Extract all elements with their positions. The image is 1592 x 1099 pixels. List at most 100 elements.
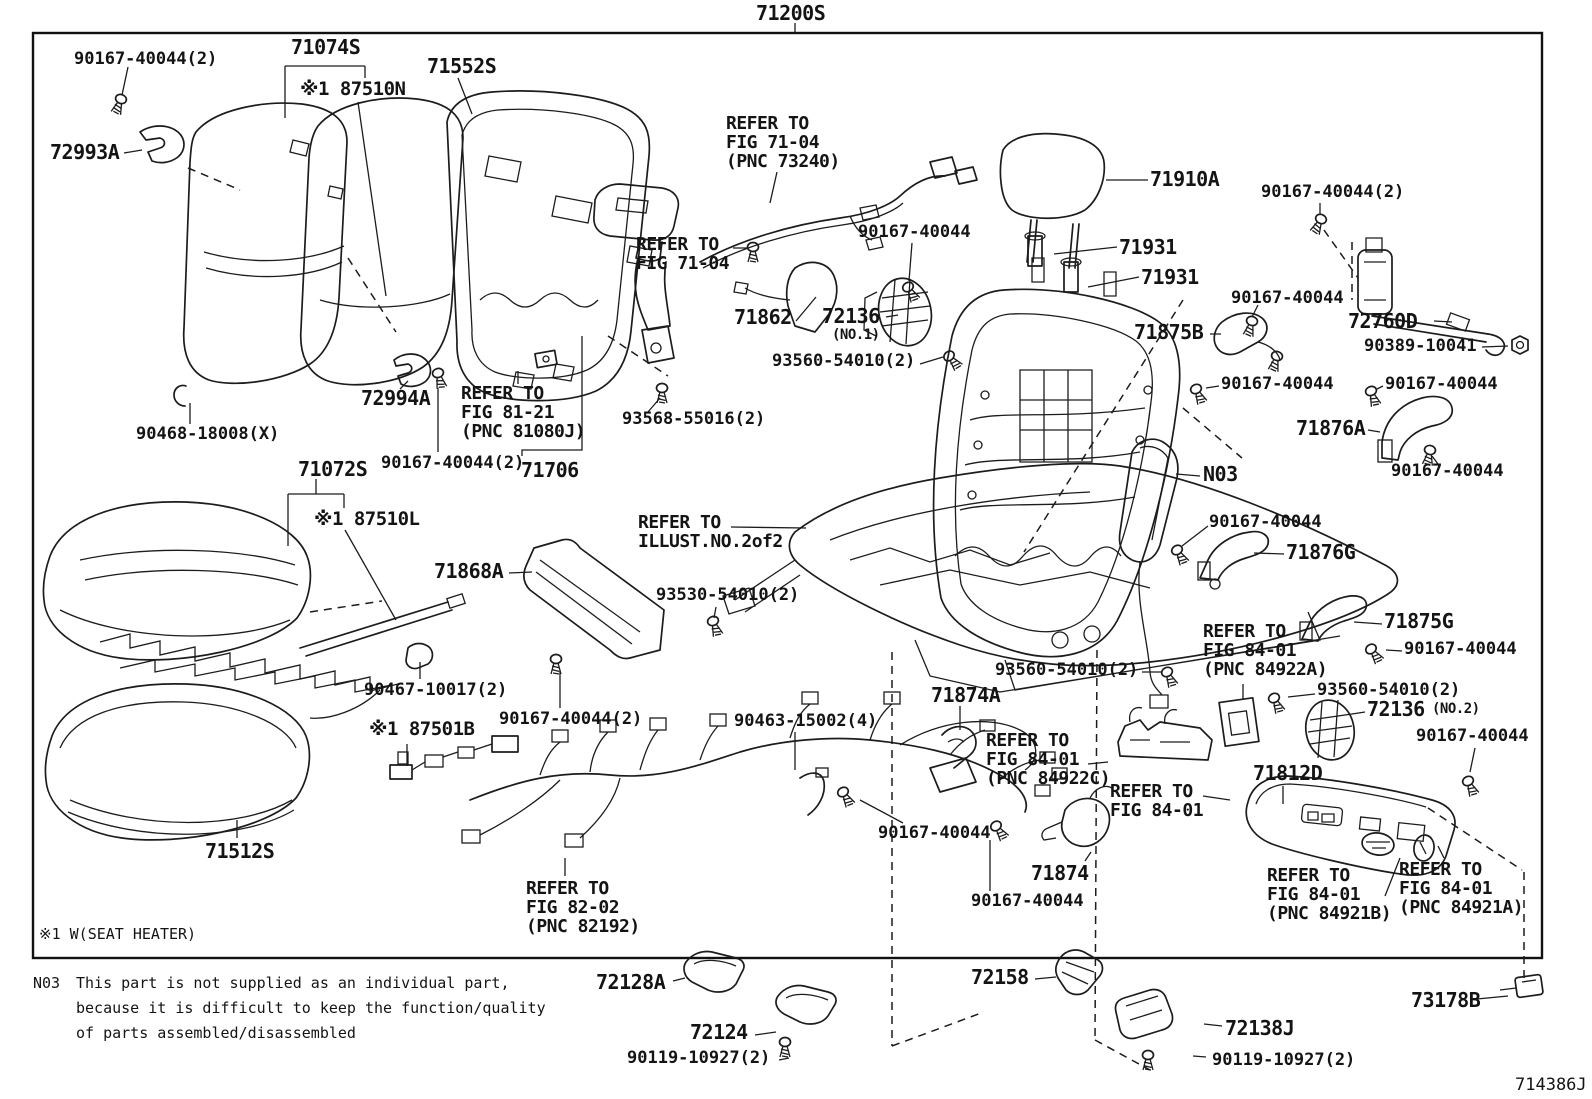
p-72128a: 72128A	[596, 970, 666, 994]
ref-fig84-01-pnc84921b: REFER TO FIG 84-01 (PNC 84921B)	[1267, 865, 1392, 924]
dashed-lines	[187, 167, 1525, 1071]
p-72993a: 72993A	[50, 140, 120, 164]
p-90167-40044-i: 90167-40044	[1209, 512, 1322, 532]
p-71931-b: 71931	[1141, 265, 1199, 289]
p-90167-40044-j: 90167-40044	[1404, 639, 1517, 659]
p-72158: 72158	[971, 965, 1029, 989]
ref-fig84-01-pnc84921a: REFER TO FIG 84-01 (PNC 84921A)	[1399, 859, 1524, 918]
ref-fig84-01-pnc84922a: REFER TO FIG 84-01 (PNC 84922A)	[1203, 621, 1328, 680]
seat-cushion-pad-71512s	[44, 683, 311, 841]
bracket-84922c	[1117, 706, 1213, 761]
seat-back-frame	[932, 257, 1181, 658]
p-73178b: 73178B	[1411, 988, 1481, 1012]
p-90167-40044-2-c: 90167-40044(2)	[1261, 182, 1405, 202]
leader-lines	[121, 23, 1509, 1061]
p-71876g: 71876G	[1286, 540, 1356, 564]
bracket-71876g	[1197, 530, 1270, 590]
p-93560-54010-2-c: 93560-54010(2)	[1317, 680, 1461, 700]
switch-84922a	[1218, 696, 1260, 748]
p-n03-callout: N03	[1203, 462, 1238, 486]
seat-cushion-cover-71072s	[42, 501, 312, 661]
side-airbag-n03	[1118, 438, 1179, 709]
p-90167-40044-b: 90167-40044	[858, 222, 971, 242]
hook-90468-18008	[173, 384, 187, 407]
seat-back-pad-87510n	[299, 97, 464, 386]
p-90119-10927-2-a: 90119-10927(2)	[627, 1048, 771, 1068]
clip-72124	[775, 984, 837, 1025]
p-93530-54010-2: 93530-54010(2)	[656, 585, 800, 605]
shield-71812d	[1245, 775, 1456, 876]
p-71931-a: 71931	[1119, 235, 1177, 259]
p-87501b: ※1 87501B	[369, 718, 475, 740]
cover-71875b	[1213, 312, 1281, 361]
p-72136-no1: 72136	[822, 304, 880, 328]
p-72136-no1-sub: (NO.1)	[832, 327, 880, 343]
p-90167-40044-h: 90167-40044	[1391, 461, 1504, 481]
clip-72128a	[683, 950, 745, 993]
bracket-71876a	[1377, 395, 1454, 463]
p-71512s: 71512S	[205, 839, 275, 863]
p-71874: 71874	[1031, 861, 1089, 885]
p-90167-40044-2-l: 90167-40044(2)	[499, 709, 643, 729]
p-90167-40044-d: 90167-40044	[1231, 288, 1344, 308]
p-90167-40044-2-a: 90167-40044(2)	[74, 49, 218, 69]
p-93560-54010-2-b: 93560-54010(2)	[995, 660, 1139, 680]
clip-81080j	[534, 349, 558, 369]
bracket-71874	[1041, 785, 1113, 848]
p-71074s: 71074S	[291, 35, 361, 59]
nut-90389-10041	[1511, 335, 1529, 355]
ref-fig84-01-b: REFER TO FIG 84-01	[1110, 781, 1204, 821]
p-72760d: 72760D	[1348, 309, 1418, 333]
wire-90463-15002	[799, 767, 829, 816]
motor-72760d	[1357, 237, 1506, 356]
p-71862: 71862	[734, 305, 792, 329]
shield-71868a	[523, 538, 665, 660]
clip-90467-10017	[405, 642, 434, 670]
ref-illust-no2of2: REFER TO ILLUST.NO.2of2	[638, 512, 783, 552]
diagram-border	[31, 31, 1544, 960]
p-90167-40044-2-g: 90167-40044(2)	[381, 453, 525, 473]
bracket-71874a	[929, 725, 977, 793]
wire-harness-82192	[461, 691, 1068, 848]
note-n03-tag: N03	[33, 974, 61, 992]
note-n03-body: This part is not supplied as an individu…	[76, 974, 546, 1042]
seat-belt-buckle	[593, 183, 680, 364]
note-seat-heater: ※1 W(SEAT HEATER)	[39, 925, 197, 943]
p-71868a: 71868A	[434, 559, 504, 583]
seat-back-board-71552s	[446, 90, 653, 402]
p-90389-10041: 90389-10041	[1364, 336, 1477, 356]
p-90463-15002-4: 90463-15002(4)	[734, 711, 878, 731]
p-90167-40044-k: 90167-40044	[1416, 726, 1529, 746]
clip-72158	[1054, 949, 1104, 996]
p-71874a: 71874A	[931, 683, 1001, 707]
sensor-87501b	[389, 735, 519, 780]
p-90467-10017-2: 90467-10017(2)	[364, 680, 508, 700]
seat-back-wire-harness	[699, 156, 978, 269]
seat-heater-element-87510l	[99, 592, 466, 719]
clip-72993a	[139, 125, 185, 164]
ref-fig81-21-pnc81080j: REFER TO FIG 81-21 (PNC 81080J)	[461, 383, 586, 442]
p-90119-10927-2-b: 90119-10927(2)	[1212, 1050, 1356, 1070]
p-72994a: 72994A	[361, 386, 431, 410]
clip-73178b	[1499, 973, 1544, 999]
p-71812d: 71812D	[1253, 761, 1323, 785]
p-90167-40044-m: 90167-40044	[878, 823, 991, 843]
p-71910a: 71910A	[1150, 167, 1220, 191]
fig-title: 71200S	[756, 1, 826, 25]
p-72138j: 72138J	[1225, 1016, 1295, 1040]
headrest-supports-71931	[1024, 231, 1082, 293]
ref-fig71-04: REFER TO FIG 71-04	[636, 234, 730, 274]
p-90167-40044-f: 90167-40044	[1385, 374, 1498, 394]
bracket-71875g	[1299, 595, 1368, 642]
p-90167-40044-e: 90167-40044	[1221, 374, 1334, 394]
p-72136-no2: 72136	[1367, 697, 1425, 721]
p-93568-55016-2: 93568-55016(2)	[622, 409, 766, 429]
p-71072s: 71072S	[298, 457, 368, 481]
seat-back-cushion-71074s	[182, 102, 348, 385]
grommet-72136-no2	[1304, 699, 1356, 761]
p-93560-54010-2-a: 93560-54010(2)	[772, 351, 916, 371]
p-71876a: 71876A	[1296, 416, 1366, 440]
p-71552s: 71552S	[427, 54, 497, 78]
